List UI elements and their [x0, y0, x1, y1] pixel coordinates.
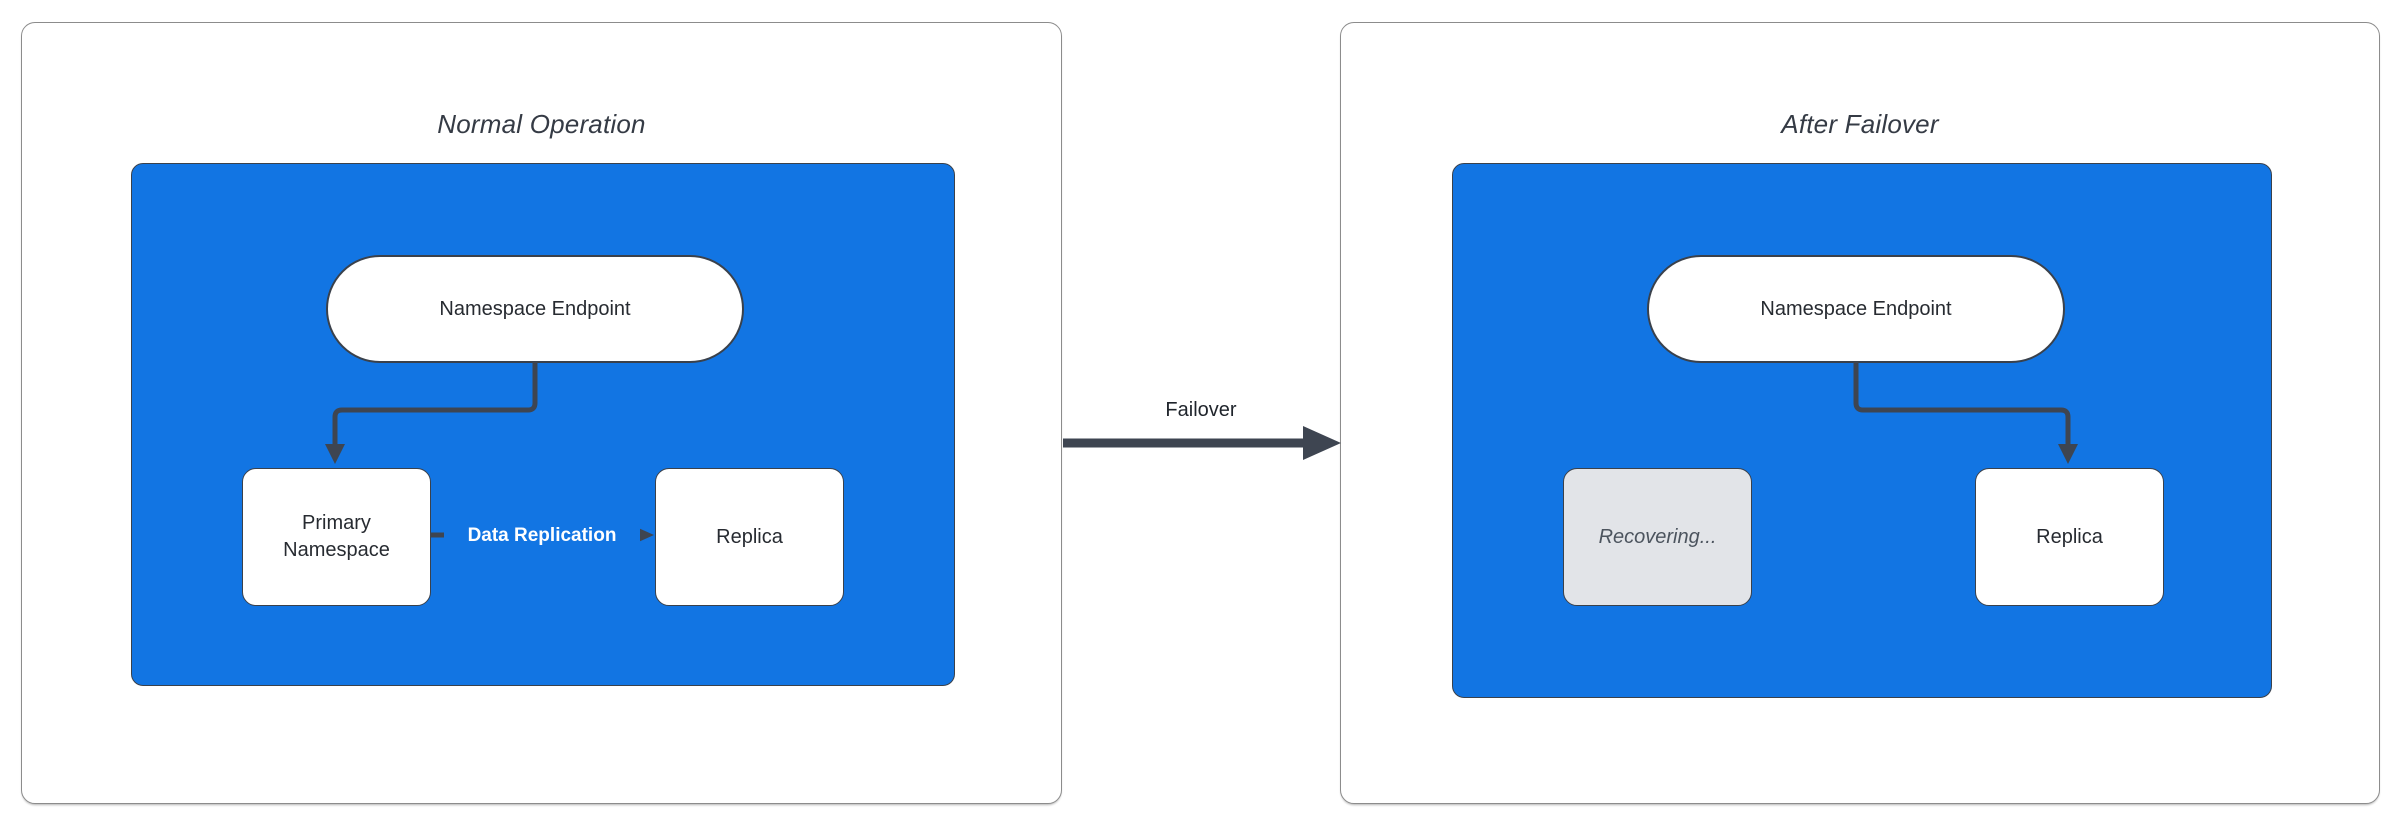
node-label: Primary Namespace — [283, 512, 390, 561]
node-label: Namespace Endpoint — [1760, 297, 1952, 320]
node-recovering: Recovering... — [1563, 468, 1752, 606]
namespace-group-failover: Namespace Endpoint Recovering... Replica — [1452, 163, 2272, 698]
node-label: Replica — [2036, 525, 2103, 548]
edge-label-data-replication: Data Replication — [444, 523, 640, 549]
node-label: Namespace Endpoint — [439, 297, 631, 320]
arrow-failover — [1063, 426, 1341, 460]
node-label: Replica — [716, 525, 783, 548]
panel-after-failover: After Failover Namespace Endpoint Recove… — [1340, 22, 2380, 804]
node-replica-failover: Replica — [1975, 468, 2164, 606]
node-namespace-endpoint-failover: Namespace Endpoint — [1647, 255, 2065, 363]
namespace-group-normal: Namespace Endpoint Primary Namespace Rep… — [131, 163, 955, 686]
panel-title-after-failover: After Failover — [1781, 109, 1939, 139]
node-replica-normal: Replica — [655, 468, 844, 606]
edge-label-failover: Failover — [1165, 399, 1237, 421]
node-label: Recovering... — [1598, 525, 1717, 548]
panel-normal-operation: Normal Operation Namespace Endpoint Prim… — [21, 22, 1062, 804]
node-namespace-endpoint-normal: Namespace Endpoint — [326, 255, 744, 363]
node-primary-namespace: Primary Namespace — [242, 468, 431, 606]
panel-title-normal-operation: Normal Operation — [437, 109, 646, 139]
